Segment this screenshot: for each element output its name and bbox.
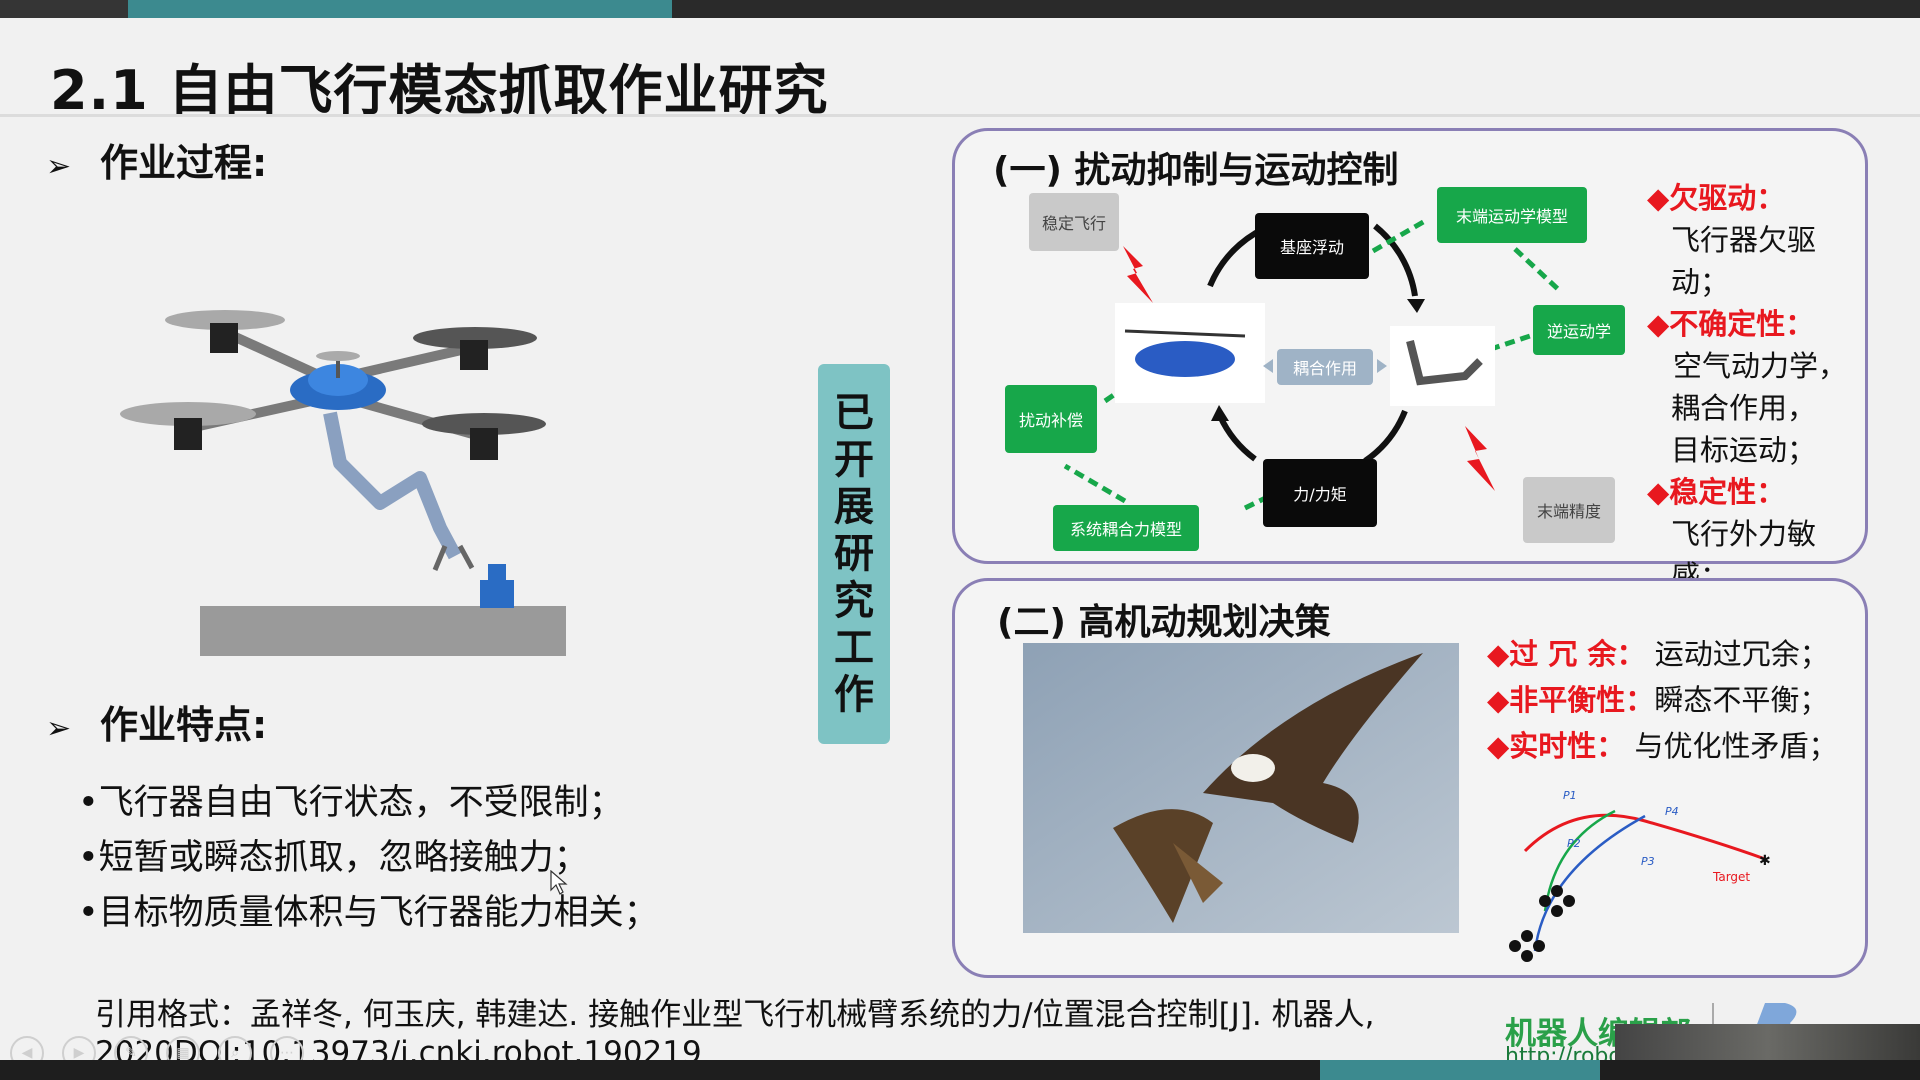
quadrotor-icon [1509, 885, 1575, 962]
robot-arm-icon [1406, 340, 1483, 386]
svg-text:P3: P3 [1641, 855, 1655, 868]
svg-text:P1: P1 [1563, 789, 1577, 802]
top-bar [0, 0, 1920, 18]
control-loop-diagram [1063, 218, 1562, 511]
features-heading-text: 作业特点: [100, 703, 268, 747]
citation-line-1: 引用格式：孟祥冬, 何玉庆, 韩建达. 接触作业型飞行机械臂系统的力/位置混合控… [95, 997, 1375, 1033]
box-base-float: 基座浮动 [1255, 213, 1369, 279]
drone-illustration [120, 310, 566, 656]
mouse-cursor-icon [550, 870, 568, 895]
features-list: •飞行器自由飞行状态，不受限制； •短暂或瞬态抓取，忽略接触力； •目标物质量体… [78, 776, 659, 941]
trajectory-diagram: P1 P2 P3 P4 Target ✱ [1509, 789, 1771, 962]
svg-text:P2: P2 [1567, 837, 1581, 850]
box-inverse-kinematics: 逆运动学 [1533, 305, 1625, 355]
lightning-icon [1465, 426, 1495, 491]
box-end-kinematics: 末端运动学模型 [1437, 187, 1587, 243]
process-heading-text: 作业过程: [100, 141, 268, 185]
helicopter-icon [1135, 341, 1235, 377]
box-disturbance-comp: 扰动补偿 [1005, 385, 1097, 453]
features-heading: ➢ 作业特点: [46, 694, 267, 749]
box-force-torque: 力/力矩 [1263, 459, 1377, 527]
rotor [413, 327, 537, 349]
target-object [480, 580, 514, 608]
lightning-icon [1123, 246, 1153, 303]
gripper [432, 544, 475, 571]
chevron-right-icon: ➢ [46, 149, 72, 184]
svg-text:P4: P4 [1665, 805, 1679, 818]
target-star-icon: ✱ [1759, 853, 1771, 869]
list-item: •飞行器自由飞行状态，不受限制； [78, 783, 624, 823]
bottom-bar [0, 1060, 1920, 1080]
rotor [120, 402, 256, 426]
top-progress-segment [128, 0, 672, 18]
box-end-precision: 末端精度 [1523, 477, 1615, 543]
svg-text:Target: Target [1712, 870, 1750, 884]
eagle-photo [1023, 643, 1459, 933]
title-divider [0, 114, 1920, 117]
process-heading: ➢ 作业过程: [46, 132, 267, 187]
list-item: •目标物质量体积与飞行器能力相关； [78, 893, 659, 933]
panel-disturbance-control: (一) 扰动抑制与运动控制 [952, 128, 1868, 593]
research-banner: 已 开 展 研 究 工 作 [818, 364, 890, 744]
table-surface [200, 606, 566, 656]
panel1-properties: ◆欠驱动： 飞行器欠驱动； ◆不确定性： 空气动力学， 耦合作用， 目标运动； … [1647, 181, 1848, 593]
panel2-title: (二) 高机动规划决策 [997, 602, 1331, 643]
box-system-coupling-model: 系统耦合力模型 [1053, 505, 1199, 551]
chevron-right-icon: ➢ [46, 711, 72, 746]
slide-title: 2.1 自由飞行模态抓取作业研究 [50, 59, 829, 122]
robot-arm [323, 411, 462, 560]
panel-high-maneuver-planning: (二) 高机动规划决策 ◆过 冗 余： 运动过冗余； ◆非平衡性：瞬态不平衡； … [952, 578, 1868, 978]
rotor [422, 413, 546, 435]
panel1-title: (一) 扰动抑制与运动控制 [993, 150, 1399, 191]
rotor [165, 310, 285, 330]
list-item: •短暂或瞬态抓取，忽略接触力； [78, 838, 589, 878]
panel2-properties: ◆过 冗 余： 运动过冗余； ◆非平衡性：瞬态不平衡； ◆实时性： 与优化性矛盾… [1487, 637, 1838, 763]
slide: 2.1 自由飞行模态抓取作业研究 ➢ 作业过程: [0, 18, 1920, 1071]
bottom-progress-segment [1320, 1060, 1600, 1080]
box-coupling: 耦合作用 [1277, 349, 1373, 385]
box-stable-flight: 稳定飞行 [1029, 193, 1119, 251]
